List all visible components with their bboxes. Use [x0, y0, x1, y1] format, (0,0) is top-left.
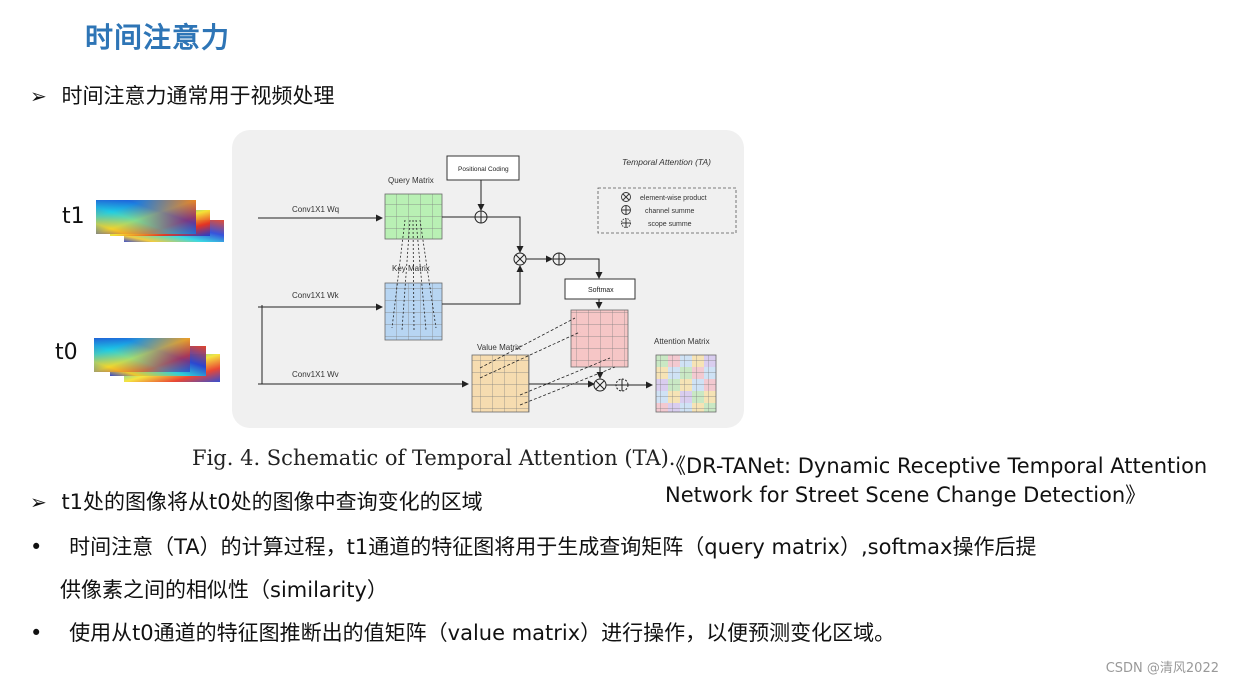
softmax-label: Softmax: [588, 287, 614, 294]
bullet-3-text-line-2: 供像素之间的相似性（similarity）: [60, 578, 388, 602]
dot-bullet-icon: •: [30, 535, 43, 559]
diagram-title: Temporal Attention (TA): [622, 157, 711, 167]
legend-box: [597, 187, 737, 234]
product-op-icon: [513, 252, 527, 266]
query-matrix-label: Query Matrix: [388, 176, 434, 185]
bullet-1-text: 时间注意力通常用于视频处理: [61, 84, 335, 108]
t1-heatmap-stack: [96, 200, 224, 242]
legend-channel-label: channel summe: [645, 208, 695, 215]
attention-matrix: [655, 354, 717, 413]
watermark: CSDN @清风2022: [1105, 661, 1219, 676]
legend-scope-label: scope summe: [648, 221, 692, 228]
conv-v-label: Conv1X1 Wv: [292, 370, 339, 379]
key-matrix-label: Key Matrix: [392, 264, 430, 273]
t0-label: t0: [55, 340, 78, 365]
bullet-3: • 时间注意（TA）的计算过程，t1通道的特征图将用于生成查询矩阵（query …: [30, 531, 1036, 561]
legend-scope-icon: [621, 218, 631, 228]
bullet-2-text: t1处的图像将从t0处的图像中查询变化的区域: [61, 490, 483, 514]
bullet-1: ➢ 时间注意力通常用于视频处理: [30, 80, 334, 110]
t0-heatmap-stack: [94, 338, 220, 382]
channel-sum-op-icon: [474, 210, 488, 224]
conv-q-label: Conv1X1 Wq: [292, 205, 339, 214]
qk-dotted-links: [391, 219, 437, 331]
arrow-bullet-icon: ➢: [30, 490, 47, 514]
channel-sum-op-2-icon: [552, 252, 566, 266]
bullet-2: ➢ t1处的图像将从t0处的图像中查询变化的区域: [30, 486, 483, 516]
legend-product-icon: [621, 192, 631, 202]
bullet-4: • 使用从t0通道的特征图推断出的值矩阵（value matrix）进行操作，以…: [30, 617, 895, 647]
positional-coding-box: [446, 155, 520, 181]
bullet-4-text: 使用从t0通道的特征图推断出的值矩阵（value matrix）进行操作，以便预…: [69, 621, 896, 645]
dot-bullet-icon: •: [30, 621, 43, 645]
paper-reference-line-2: Network for Street Scene Change Detectio…: [665, 483, 1147, 507]
t1-label: t1: [62, 204, 85, 229]
legend-product-label: element-wise product: [640, 195, 707, 202]
positional-coding-label: Positional Coding: [458, 166, 509, 173]
bullet-3-text-line-1: 时间注意（TA）的计算过程，t1通道的特征图将用于生成查询矩阵（query ma…: [69, 535, 1037, 559]
figure-caption: Fig. 4. Schematic of Temporal Attention …: [192, 446, 676, 470]
value-matrix-label: Value Matrix: [477, 343, 521, 352]
legend-channel-icon: [621, 205, 631, 215]
paper-reference: 《DR-TANet: Dynamic Receptive Temporal At…: [665, 452, 1207, 510]
page-title: 时间注意力: [85, 21, 231, 54]
product-op-2-icon: [593, 378, 607, 392]
paper-reference-line-1: 《DR-TANet: Dynamic Receptive Temporal At…: [665, 454, 1208, 478]
attention-matrix-label: Attention Matrix: [654, 337, 710, 346]
softmax-box: [564, 278, 636, 300]
arrow-bullet-icon: ➢: [30, 84, 47, 108]
conv-k-label: Conv1X1 Wk: [292, 291, 340, 300]
scope-sum-op-icon: [615, 378, 629, 392]
